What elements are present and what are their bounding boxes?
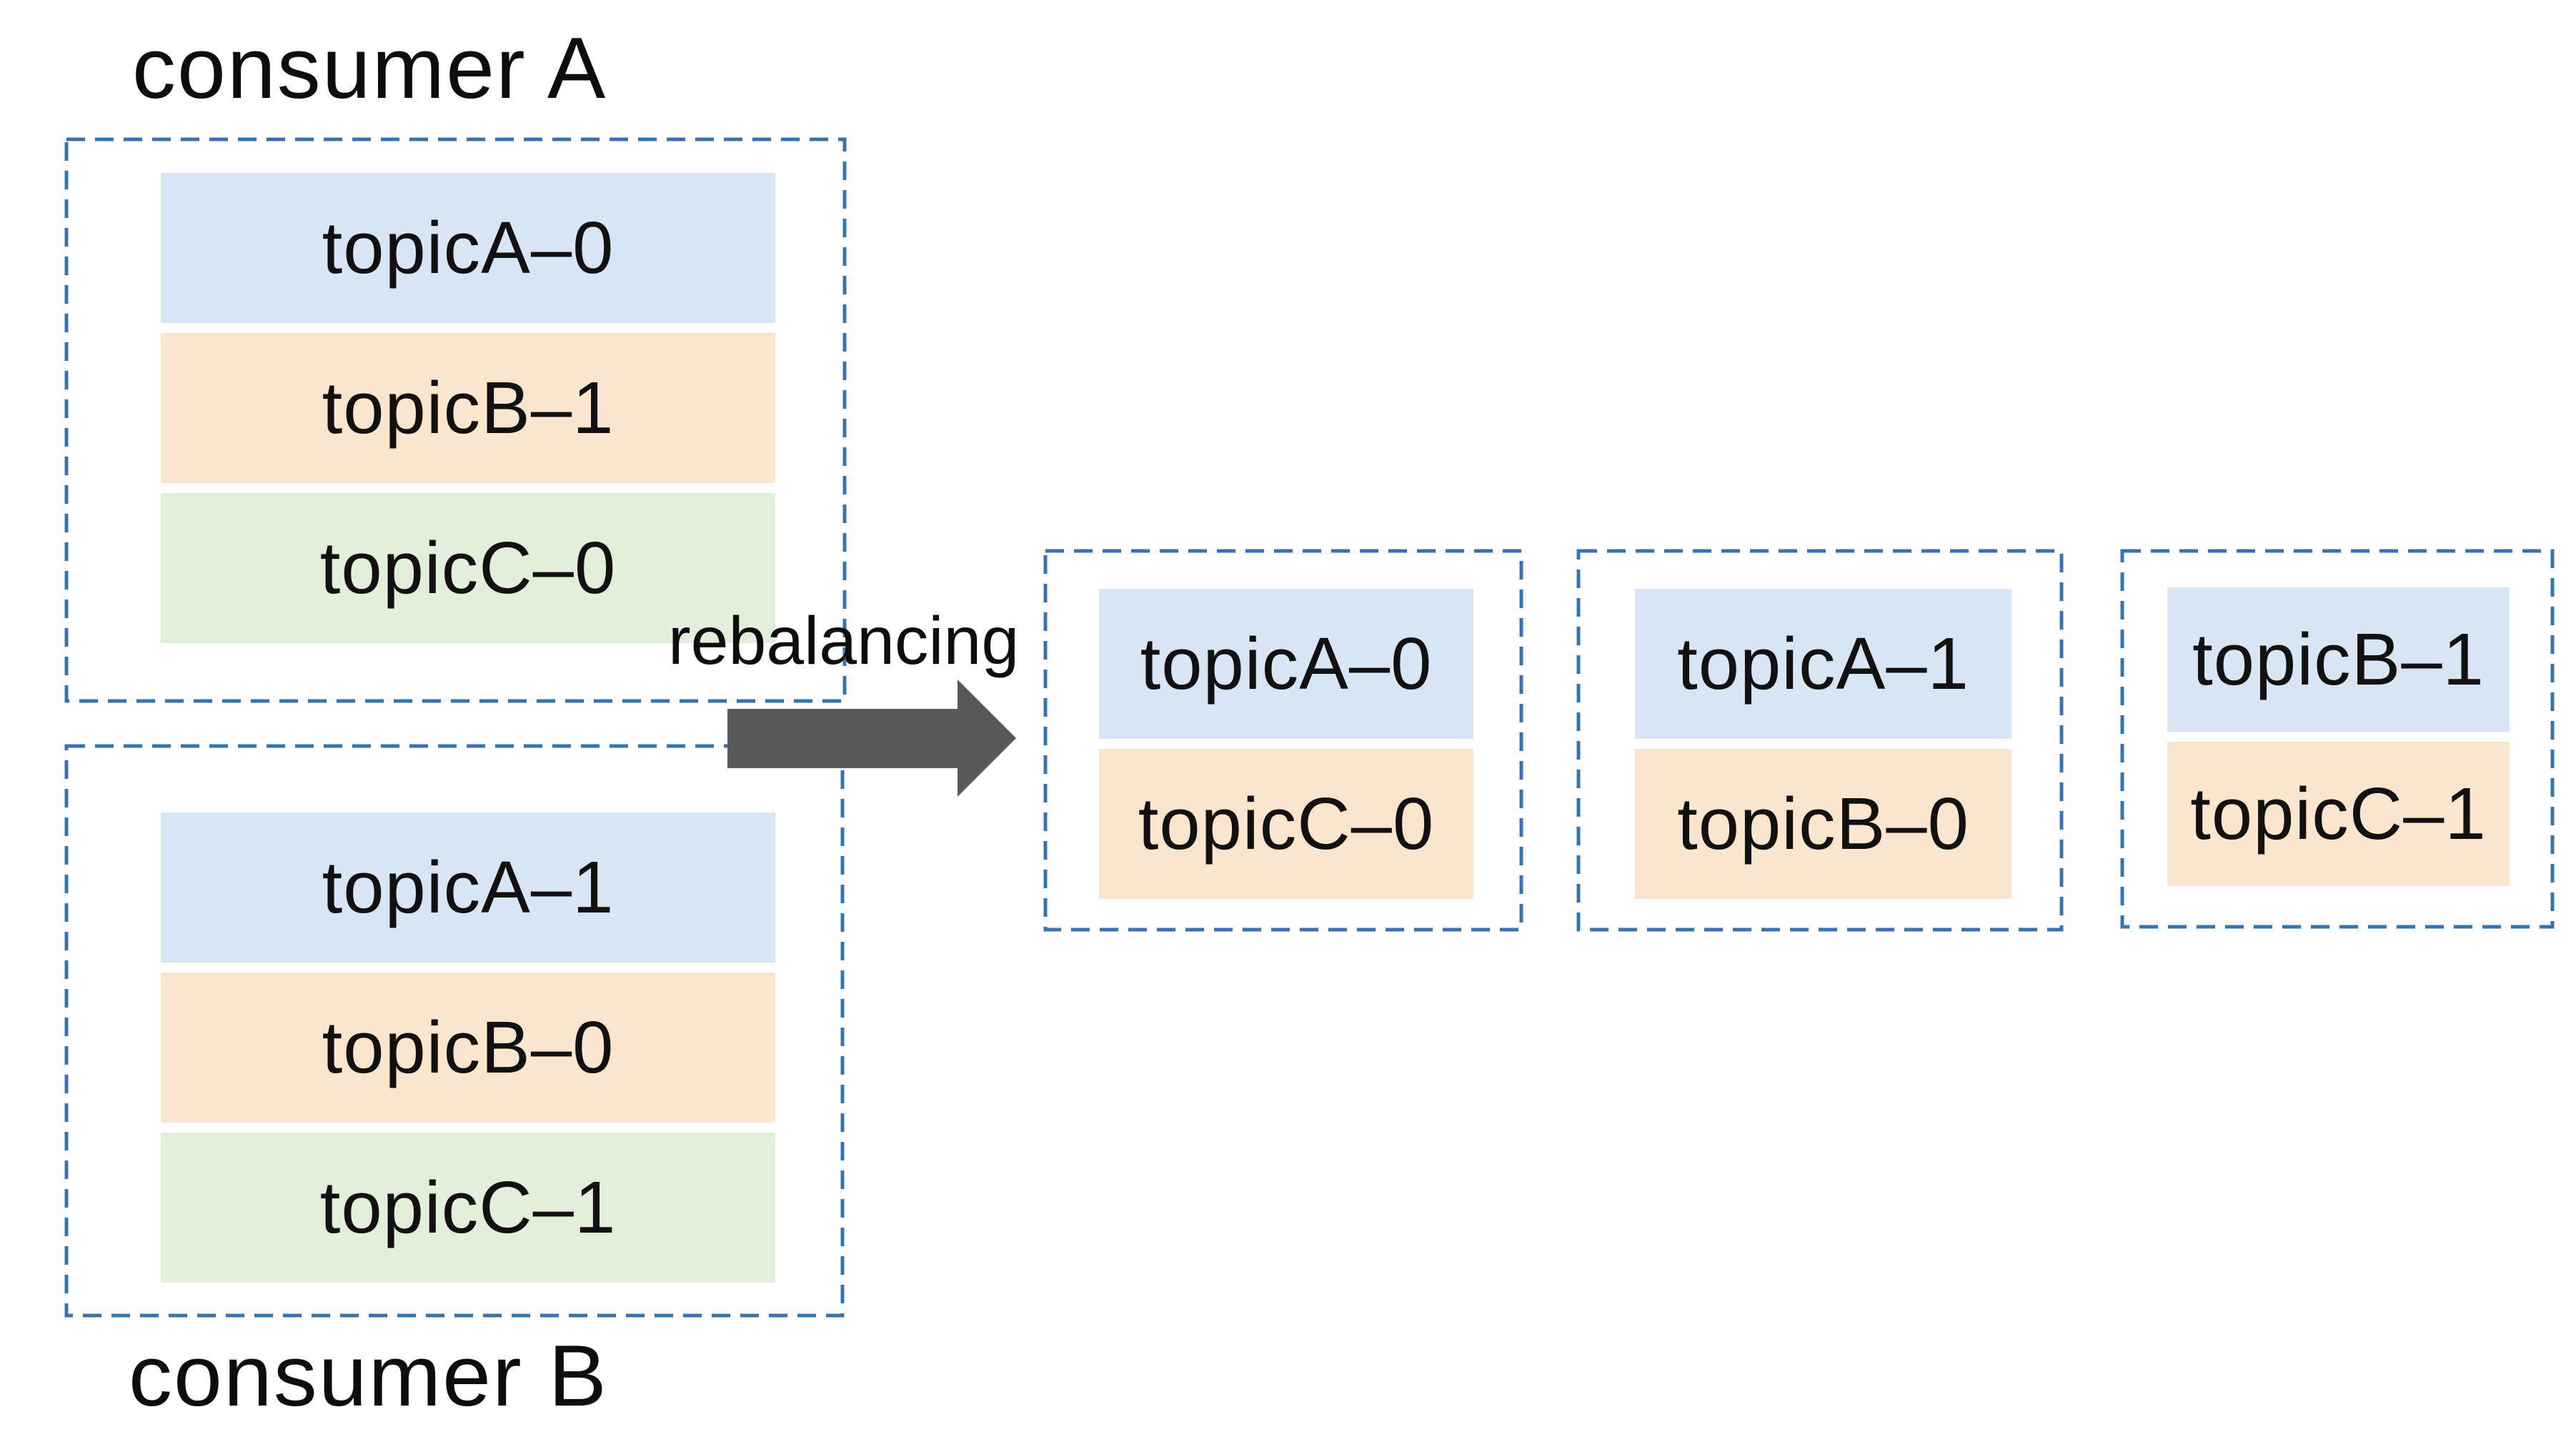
rebalanced-consumer-1-box: topicA–0 topicC–0: [1043, 549, 1523, 932]
partition-label: topicA–0: [1140, 622, 1433, 705]
rebalancing-label: rebalancing: [668, 603, 1020, 679]
partition-label: topicA–1: [322, 846, 615, 928]
partition-label: topicC–0: [1138, 782, 1435, 865]
consumer-b-box: topicA–1 topicB–0 topicC–1: [64, 744, 845, 1318]
partition-label: topicC–1: [319, 1166, 617, 1248]
rebalanced-consumer-3-box: topicB–1 topicC–1: [2120, 549, 2555, 929]
partition: topicC–0: [1099, 749, 1473, 899]
partition-label: topicA–0: [322, 207, 615, 289]
rebalanced-consumer-2-box: topicA–1 topicB–0: [1576, 549, 2064, 932]
partition: topicB–1: [161, 333, 775, 483]
partition-label: topicB–1: [322, 367, 615, 449]
partition-label: topicC–0: [319, 527, 617, 609]
partition-label: topicB–0: [322, 1006, 615, 1088]
partition-label: topicB–0: [1677, 782, 1969, 865]
partition: topicA–1: [161, 812, 775, 963]
partition: topicA–0: [1099, 589, 1473, 739]
partition: topicA–1: [1635, 589, 2011, 739]
partition: topicB–0: [161, 973, 775, 1123]
partition-label: topicC–1: [2190, 772, 2487, 855]
arrow-right-icon: [727, 680, 1016, 797]
partition-label: topicA–1: [1677, 622, 1969, 705]
partition: topicB–0: [1635, 749, 2011, 899]
consumer-b-label: consumer B: [129, 1327, 608, 1424]
consumer-a-box: topicA–0 topicB–1 topicC–0: [64, 137, 847, 703]
partition: topicA–0: [161, 173, 775, 323]
partition: topicC–1: [161, 1133, 775, 1283]
partition: topicC–0: [161, 493, 775, 643]
partition: topicC–1: [2167, 742, 2510, 886]
consumer-a-label: consumer A: [132, 19, 607, 116]
partition: topicB–1: [2167, 587, 2510, 732]
partition-label: topicB–1: [2192, 618, 2485, 700]
